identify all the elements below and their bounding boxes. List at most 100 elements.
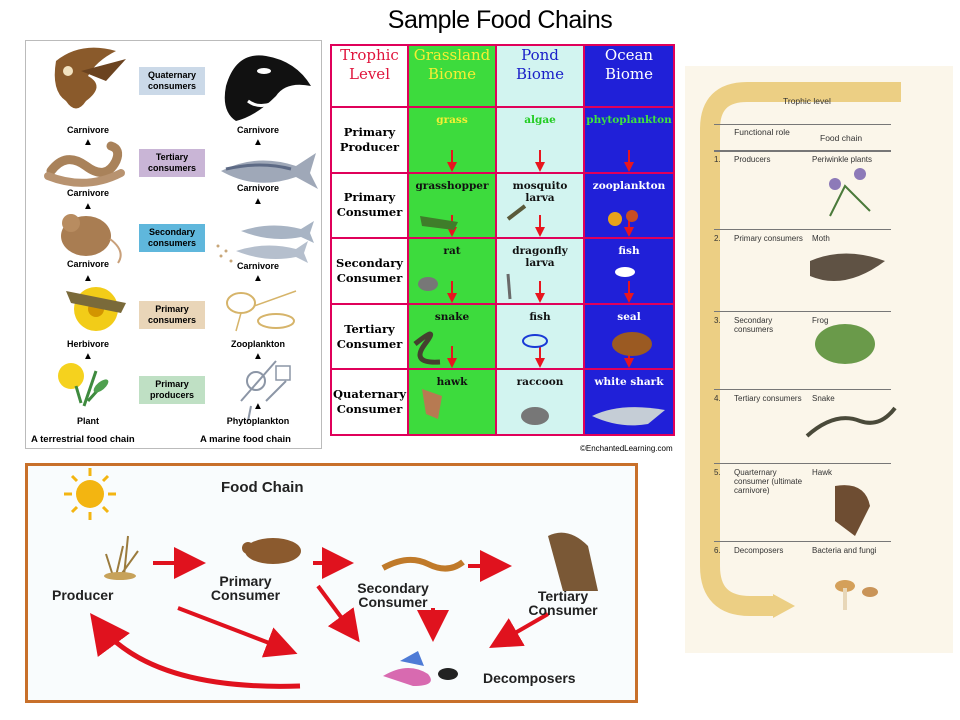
row-food: Moth xyxy=(812,234,830,243)
table-cell: fish xyxy=(583,237,675,305)
table-cell: mosquito larva xyxy=(495,171,585,240)
down-arrow-icon xyxy=(535,215,545,238)
organism-label: seal xyxy=(617,310,641,323)
table-cell: phytoplankton xyxy=(583,106,675,174)
terrestrial-label-2: Carnivore xyxy=(66,188,110,198)
table-row: Primary Producer grass algae phytoplankt… xyxy=(330,106,675,174)
organism-label: snake xyxy=(434,310,470,323)
plant-illustration xyxy=(58,363,109,407)
table-cell: snake xyxy=(407,302,497,371)
row-role: Decomposers xyxy=(734,546,784,555)
table-cell: grasshopper xyxy=(407,171,497,240)
trophic-band-arrow xyxy=(700,82,901,618)
decomposers-label: Decomposers xyxy=(483,670,576,686)
periwinkle-illustration xyxy=(829,168,871,217)
phytoplankton-illustration xyxy=(240,360,291,422)
terrestrial-label-1: Carnivore xyxy=(66,125,110,135)
row-food: Snake xyxy=(812,394,835,403)
up-arrow-icon: ▲ xyxy=(253,196,263,207)
secondary-consumer-label: Secondary Consumer xyxy=(357,580,429,610)
snake-illustration-2 xyxy=(805,406,897,438)
table-row: Secondary Consumer rat dragonfly larva f… xyxy=(330,237,675,305)
down-arrow-icon xyxy=(447,280,457,303)
moth-illustration xyxy=(810,253,885,281)
row-food: Hawk xyxy=(812,468,833,477)
table-cell: dragonfly larva xyxy=(495,237,585,305)
header-ocean: Ocean Biome xyxy=(583,44,675,108)
terrestrial-caption: A terrestrial food chain xyxy=(31,434,135,445)
organism-label: fish xyxy=(618,245,640,258)
col-food-chain: Food chain xyxy=(820,133,863,143)
down-arrow-icon xyxy=(447,149,457,172)
organism-label: fish xyxy=(529,310,551,323)
row-role: Tertiary consumers xyxy=(734,394,802,403)
hawk-illustration xyxy=(54,47,126,109)
panel1-illustrations xyxy=(44,47,318,422)
up-arrow-icon: ▲ xyxy=(253,351,263,362)
down-arrow-icon xyxy=(624,149,634,172)
up-arrow-icon: ▲ xyxy=(83,273,93,284)
decomposers-illustration xyxy=(383,651,458,686)
table-row: 2. Primary consumers Moth xyxy=(714,229,891,243)
terrestrial-label-4: Herbivore xyxy=(66,339,110,349)
terrestrial-marine-food-chain-panel: Carnivore Carnivore Carnivore Herbivore … xyxy=(25,40,322,449)
organism-label: grasshopper xyxy=(415,179,489,192)
row-number: 3. xyxy=(714,316,721,325)
table-row: 3. Secondary consumers Frog xyxy=(714,311,891,334)
producer-label: Producer xyxy=(52,587,114,603)
level-box-primary-producers: Primary producers xyxy=(139,376,205,404)
table-row: 6. Decomposers Bacteria and fungi xyxy=(714,541,891,555)
terrestrial-label-5: Plant xyxy=(76,416,99,426)
down-arrow-icon xyxy=(535,346,545,369)
table-row: Primary Consumer grasshopper mosquito la… xyxy=(330,171,675,240)
food-chain-arrows xyxy=(64,468,598,689)
up-arrow-icon: ▲ xyxy=(253,273,263,284)
table-row: 5. Quarternary consumer (ultimate carniv… xyxy=(714,463,891,495)
row-role: Quarternary consumer (ultimate carnivore… xyxy=(734,468,803,495)
mouse-illustration-2 xyxy=(242,538,301,564)
marine-label-2: Carnivore xyxy=(236,183,280,193)
header-trophic-level: Trophic Level xyxy=(330,44,409,108)
down-arrow-icon xyxy=(447,346,457,369)
down-arrow-icon xyxy=(624,215,634,238)
grasshopper-flower-illustration xyxy=(66,287,126,331)
zooplankton-illustration xyxy=(226,290,297,332)
marine-label-1: Carnivore xyxy=(236,125,280,135)
marine-caption: A marine food chain xyxy=(200,434,291,445)
up-arrow-icon: ▲ xyxy=(83,351,93,362)
functional-role-panel: Trophic level Functional role Food chain… xyxy=(685,66,953,653)
marine-label-4: Zooplankton xyxy=(231,339,285,349)
frog-illustration xyxy=(815,324,875,364)
organism-label: rat xyxy=(443,245,461,258)
row-role: Primary consumers xyxy=(734,234,803,243)
table-cell: rat xyxy=(407,237,497,305)
row-role: Producers xyxy=(734,155,771,164)
down-arrow-icon xyxy=(535,280,545,303)
up-arrow-icon: ▲ xyxy=(253,401,263,412)
marine-label-5: Phytoplankton xyxy=(226,416,290,426)
table-cell: raccoon xyxy=(495,368,585,436)
organism-label: phytoplankton xyxy=(586,114,672,126)
table-row: 4. Tertiary consumers Snake xyxy=(714,389,891,403)
up-arrow-icon: ▲ xyxy=(253,137,263,148)
small-fish-illustration xyxy=(216,221,314,263)
down-arrow-icon xyxy=(624,280,634,303)
trophic-band-label: Trophic level xyxy=(783,96,831,106)
organism-label: grass xyxy=(436,114,468,126)
organism-label: raccoon xyxy=(516,376,564,389)
table-row: Quaternary Consumer hawk raccoon white s… xyxy=(330,368,675,436)
row-level-label: Secondary Consumer xyxy=(330,237,409,305)
table-row: 1. Producers Periwinkle plants xyxy=(714,150,891,164)
hawk-illustration-2 xyxy=(835,485,870,536)
row-number: 2. xyxy=(714,234,721,243)
header-grassland: Grassland Biome xyxy=(407,44,497,108)
down-arrow-icon xyxy=(624,346,634,369)
up-arrow-icon: ▲ xyxy=(83,137,93,148)
owl-illustration xyxy=(548,532,598,591)
row-food: Periwinkle plants xyxy=(812,155,873,164)
level-box-secondary: Secondary consumers xyxy=(139,224,205,252)
level-box-primary-consumers: Primary consumers xyxy=(139,301,205,329)
organism-label: dragonfly larva xyxy=(512,245,568,270)
row-number: 6. xyxy=(714,546,721,555)
producer-plant-illustration xyxy=(104,535,139,580)
